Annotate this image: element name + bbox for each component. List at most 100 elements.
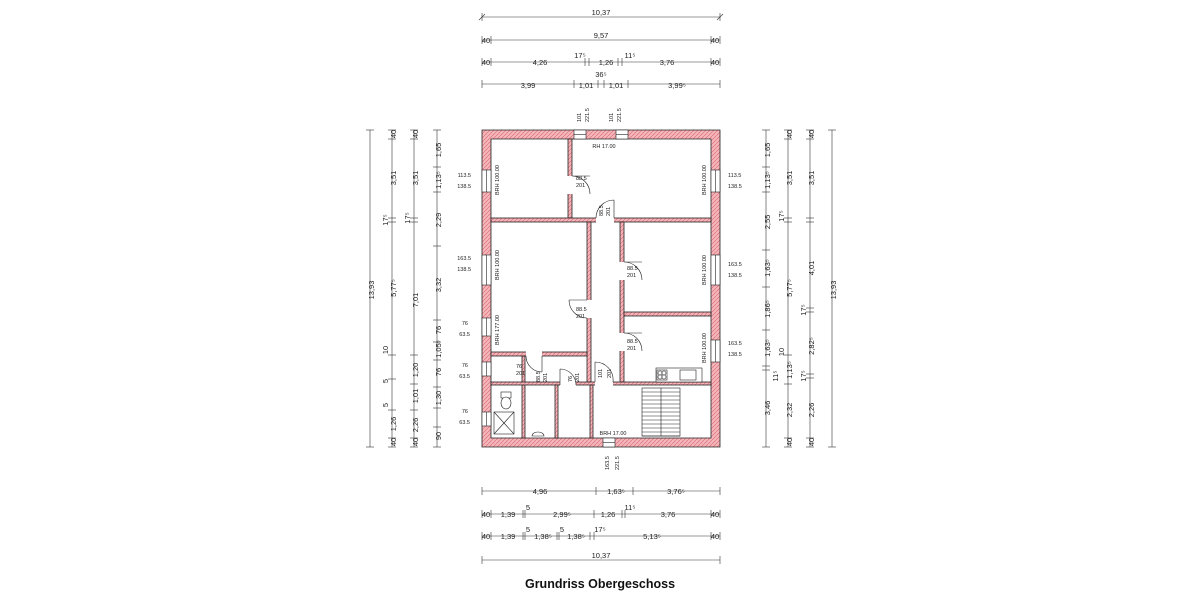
dim-bot-r3-g: 17⁵: [594, 525, 605, 534]
dim-left-c3-h: 76: [434, 368, 443, 376]
drawing-title: Grundriss Obergeschoss: [524, 577, 676, 591]
dim-right-c1-b: 1,13⁵: [763, 171, 772, 189]
dim-top-r4-d: 1,01: [609, 81, 624, 90]
dim-right-c3-b: 3,51: [807, 171, 816, 186]
dim-top-r3-f: 3,76: [660, 58, 675, 67]
dim-top-r4-a: 3,99: [521, 81, 536, 90]
wall-segment: [521, 355, 526, 439]
win-label: 138.5: [457, 267, 471, 273]
dim-bot-r2-g: 3,76: [661, 510, 676, 519]
dim-right-c2-h: 40: [785, 438, 794, 446]
sill-label: BRH 100.00: [495, 165, 501, 195]
win-label: 63.5: [459, 332, 470, 338]
dim-right-c1-h: 3,46: [763, 401, 772, 416]
win-label: 138.5: [728, 273, 742, 279]
dim-left-c3-g: 1,30: [434, 391, 443, 406]
dim-top-r4-b: 36⁵: [595, 70, 606, 79]
dim-bot-r3-b: 1,39: [501, 532, 516, 541]
dim-left-c2-b: 3,51: [411, 171, 420, 186]
dim-right-total: 13,93: [829, 281, 838, 300]
dim-bot-r2-h: 40: [711, 510, 719, 519]
dim-top-r2-mid: 9,57: [594, 31, 609, 40]
win-label: 113.5: [458, 173, 471, 179]
wall-segment: [554, 384, 559, 439]
win-label: 221.5: [617, 108, 623, 122]
door-label: 88.5: [576, 176, 587, 182]
dim-top-r2-left: 40: [482, 36, 490, 45]
door-label: 76: [516, 364, 522, 370]
dim-right-c2-b: 3,51: [785, 171, 794, 186]
dim-right-c2-e: 10: [777, 348, 786, 356]
dim-bot-r2-e: 1,26: [601, 510, 616, 519]
door-label: 88.5: [627, 339, 638, 345]
dim-bot-r1-a: 4,96: [533, 487, 548, 496]
windows: [481, 129, 721, 448]
dim-left-c1-h: 1,26: [389, 417, 398, 432]
dim-bot-r2-b: 1,39: [501, 510, 516, 519]
dim-left-c1-e: 10: [381, 346, 390, 354]
dim-bot-r3-e: 5: [560, 525, 564, 534]
door-label: 201: [516, 371, 525, 377]
door-label: 201: [543, 373, 549, 382]
door-swing: [525, 355, 543, 373]
door-label: 201: [607, 369, 613, 378]
door-label: 88.5: [627, 266, 638, 272]
dim-left-c2-d: 7,01: [411, 293, 420, 308]
dim-left-c3-a: 1,65: [434, 143, 443, 158]
wall-segment: [623, 311, 712, 317]
dim-left-c3-b: 1,13⁵: [434, 171, 443, 189]
sill-label: BRH 100.00: [702, 333, 708, 363]
dim-bot-r1-b: 1,63⁵: [607, 487, 625, 496]
door-label: 88.5: [599, 205, 605, 216]
dim-right-c2-g: 2,32: [785, 403, 794, 418]
top-dimension-chain: [478, 13, 724, 88]
dim-right-c1-a: 1,65: [763, 143, 772, 158]
door-label: 101: [598, 369, 604, 378]
dim-left-c2-c: 17⁵: [403, 212, 412, 223]
dim-right-c3-g: 2,26: [807, 403, 816, 418]
dim-right-c1-g: 11⁵: [771, 371, 780, 382]
dim-bot-overall: 10,37: [592, 551, 611, 560]
dim-bot-r2-c: 5: [526, 503, 530, 512]
dim-left-c2-e: 1,20: [411, 363, 420, 378]
door-swing: [559, 368, 577, 386]
door-label: 201: [627, 346, 636, 352]
dim-left-c3-e: 1,05⁵: [434, 340, 443, 358]
dim-right-c3-e: 2,82⁵: [807, 337, 816, 355]
dim-bot-r2-a: 40: [482, 510, 490, 519]
dim-right-c3-a: 40: [807, 130, 816, 138]
dim-bot-r3-i: 40: [711, 532, 719, 541]
dim-top-r4-c: 1,01: [579, 81, 594, 90]
dim-left-c2-h: 40: [411, 438, 420, 446]
dim-left-c2-f: 1,01: [411, 389, 420, 404]
win-label: 113.5: [728, 173, 741, 179]
sill-label: BRH 17.00: [600, 431, 627, 437]
win-label: 76: [462, 409, 468, 415]
fixtures: [493, 367, 703, 437]
win-label: 221.5: [585, 108, 591, 122]
dim-right-c3-f: 17⁵: [799, 370, 808, 381]
dim-top-r3-e: 11⁵: [625, 51, 636, 60]
dim-top-r3-a: 40: [482, 58, 490, 67]
right-dimension-chain: [762, 129, 836, 448]
sill-label: BRH 100.00: [702, 165, 708, 195]
dim-right-c3-d: 17⁵: [799, 304, 808, 315]
dim-top-r3-g: 40: [711, 58, 719, 67]
dim-bot-r1-c: 3,76⁵: [667, 487, 685, 496]
door-label: 201: [606, 207, 612, 216]
win-label: 138.5: [457, 184, 471, 190]
dim-right-c1-f: 1,63⁵: [763, 339, 772, 357]
win-label: 221.5: [615, 456, 621, 470]
dim-bot-r3-h: 5,13⁵: [643, 532, 661, 541]
walls: [481, 129, 721, 448]
door-swing: [595, 199, 615, 219]
door-label: 76: [568, 376, 574, 382]
door-label: 201: [576, 183, 585, 189]
staircase: [641, 387, 681, 437]
win-label: 76: [462, 321, 468, 327]
dim-left-c3-c: 2,29: [434, 213, 443, 228]
door-label: 201: [576, 314, 585, 320]
dim-right-c2-c: 17⁵: [777, 210, 786, 221]
dim-bot-r3-a: 40: [482, 532, 490, 541]
